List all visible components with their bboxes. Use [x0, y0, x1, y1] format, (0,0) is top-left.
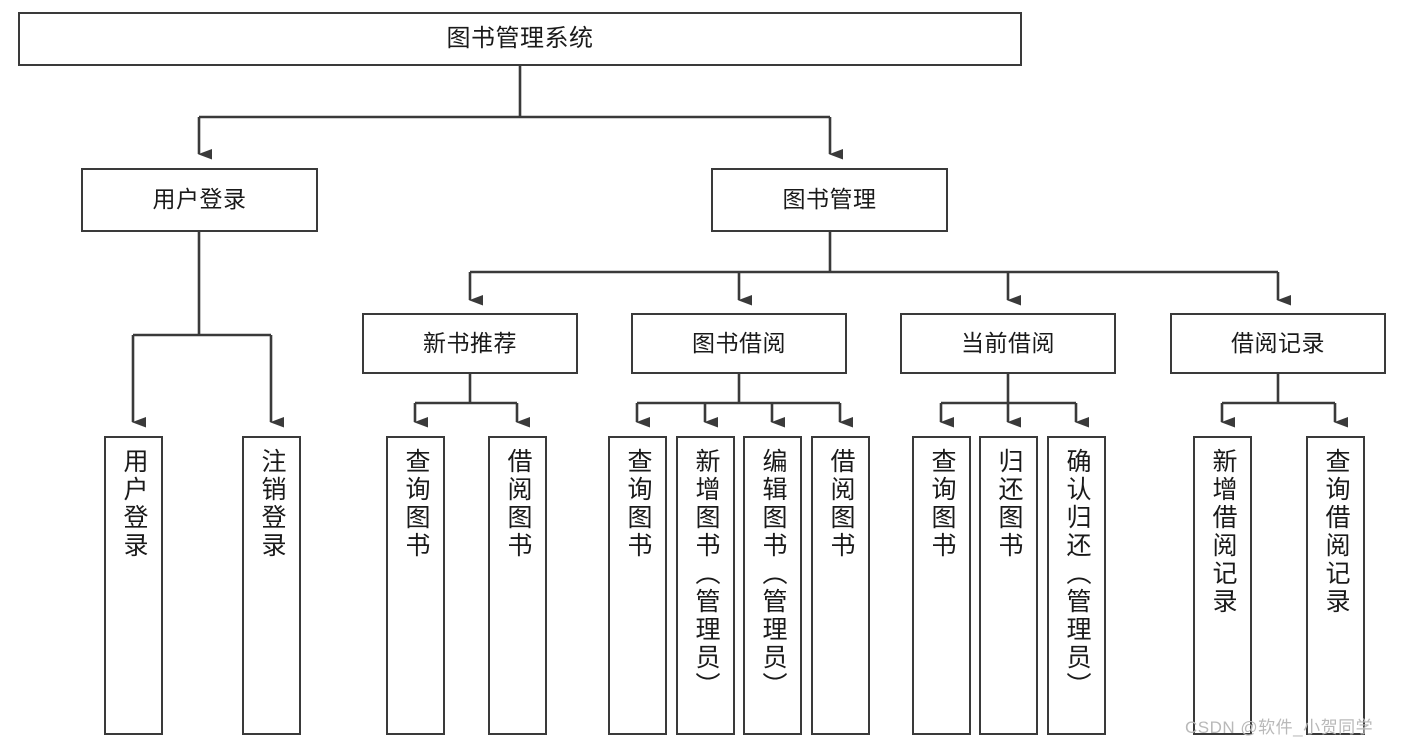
node-label: 用户登录 [120, 448, 148, 560]
leaf-query-book-recommend[interactable]: 查询图书 [386, 436, 445, 735]
leaf-borrow-book-recommend[interactable]: 借阅图书 [488, 436, 547, 735]
node-label: 新增图书（管理员） [692, 448, 720, 700]
node-label: 图书借阅 [692, 329, 786, 356]
leaf-edit-book-admin[interactable]: 编辑图书（管理员） [743, 436, 802, 735]
node-label: 确认归还（管理员） [1063, 448, 1091, 700]
leaf-query-book-current[interactable]: 查询图书 [912, 436, 971, 735]
node-label: 查询图书 [402, 448, 430, 560]
node-new-book-recommend[interactable]: 新书推荐 [362, 313, 578, 374]
node-label: 归还图书 [995, 448, 1023, 560]
leaf-query-book-borrow[interactable]: 查询图书 [608, 436, 667, 735]
node-borrow-record[interactable]: 借阅记录 [1170, 313, 1386, 374]
node-label: 借阅图书 [827, 448, 855, 560]
node-book-manage[interactable]: 图书管理 [711, 168, 948, 232]
leaf-query-borrow-record[interactable]: 查询借阅记录 [1306, 436, 1365, 735]
leaf-user-login[interactable]: 用户登录 [104, 436, 163, 735]
node-user-login[interactable]: 用户登录 [81, 168, 318, 232]
node-label: 借阅图书 [504, 448, 532, 560]
node-label: 当前借阅 [961, 329, 1055, 356]
node-label: 注销登录 [258, 448, 286, 560]
node-current-borrow[interactable]: 当前借阅 [900, 313, 1116, 374]
node-label: 新增借阅记录 [1209, 448, 1237, 616]
node-root-book-management-system[interactable]: 图书管理系统 [18, 12, 1022, 66]
node-label: 新书推荐 [423, 329, 517, 356]
leaf-add-borrow-record[interactable]: 新增借阅记录 [1193, 436, 1252, 735]
node-book-borrow[interactable]: 图书借阅 [631, 313, 847, 374]
node-label: 借阅记录 [1231, 329, 1325, 356]
leaf-add-book-admin[interactable]: 新增图书（管理员） [676, 436, 735, 735]
csdn-watermark: CSDN @软件_小贺同学 [1185, 718, 1374, 737]
leaf-logout-login[interactable]: 注销登录 [242, 436, 301, 735]
node-label: 用户登录 [152, 186, 247, 213]
node-label: 查询图书 [624, 448, 652, 560]
node-label: 图书管理系统 [446, 24, 594, 52]
node-label: 编辑图书（管理员） [759, 448, 787, 700]
leaf-borrow-book-borrow[interactable]: 借阅图书 [811, 436, 870, 735]
node-label: 查询借阅记录 [1322, 448, 1350, 616]
leaf-return-book[interactable]: 归还图书 [979, 436, 1038, 735]
node-label: 查询图书 [928, 448, 956, 560]
leaf-confirm-return-admin[interactable]: 确认归还（管理员） [1047, 436, 1106, 735]
node-label: 图书管理 [782, 186, 877, 213]
